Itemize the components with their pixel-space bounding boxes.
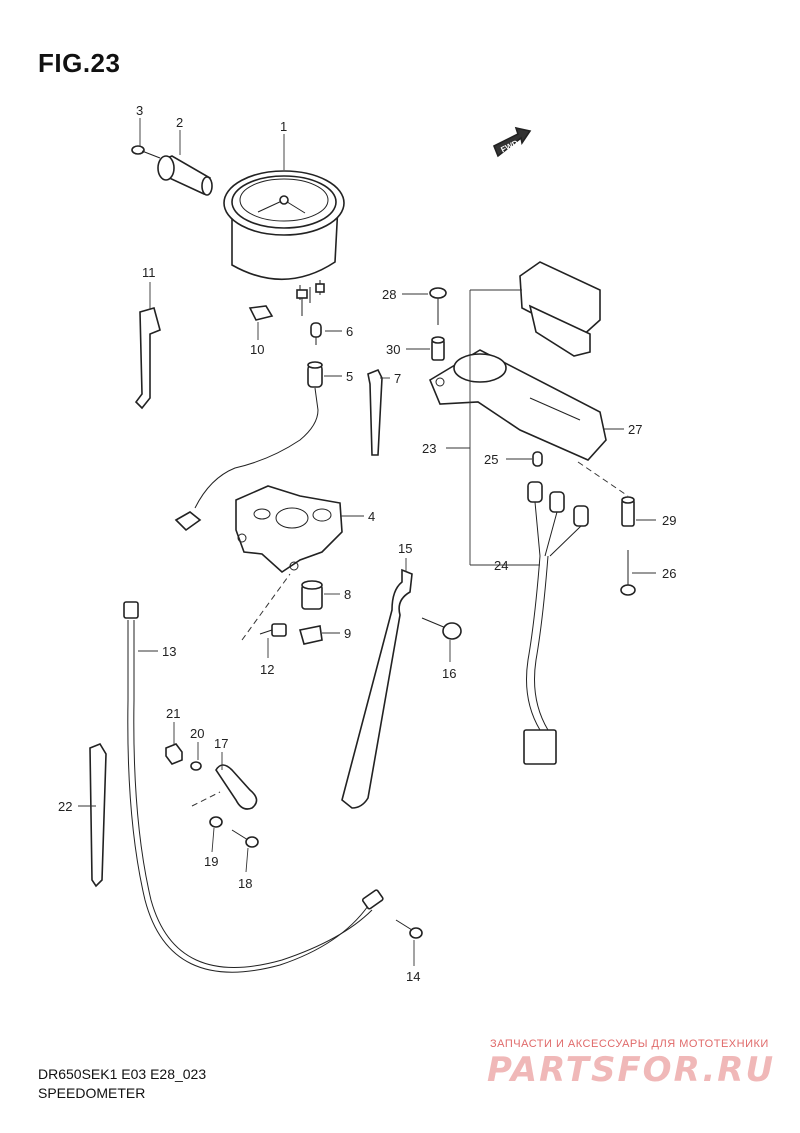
screw-28 bbox=[429, 287, 447, 325]
clamp-17 bbox=[215, 764, 258, 810]
guide-15 bbox=[341, 568, 413, 809]
screw-14 bbox=[395, 919, 423, 939]
footer-diagram-title: SPEEDOMETER bbox=[38, 1085, 146, 1101]
callout-12: 12 bbox=[260, 662, 274, 677]
callout-6: 6 bbox=[346, 324, 353, 339]
bracket-4 bbox=[235, 485, 343, 574]
callout-13: 13 bbox=[162, 644, 176, 659]
callout-7: 7 bbox=[394, 371, 401, 386]
cable-grip bbox=[157, 155, 213, 196]
washer-19 bbox=[209, 816, 223, 828]
cushion-10 bbox=[248, 305, 274, 321]
callout-19: 19 bbox=[204, 854, 218, 869]
callout-22: 22 bbox=[58, 799, 72, 814]
callout-27: 27 bbox=[628, 422, 642, 437]
bolt-12 bbox=[259, 623, 287, 637]
fwd-badge-label: FWD bbox=[499, 138, 520, 154]
cable-13 bbox=[123, 601, 384, 973]
callout-20: 20 bbox=[190, 726, 204, 741]
nut-9 bbox=[298, 625, 323, 645]
callout-16: 16 bbox=[442, 666, 456, 681]
bracket-11 bbox=[134, 307, 161, 410]
callout-15: 15 bbox=[398, 541, 412, 556]
callout-25: 25 bbox=[484, 452, 498, 467]
socket-wire-5 bbox=[174, 361, 323, 532]
callout-23: 23 bbox=[422, 441, 436, 456]
bolt-16 bbox=[421, 617, 462, 640]
bulb-25 bbox=[532, 451, 543, 467]
spacer-8 bbox=[301, 580, 323, 610]
callout-29: 29 bbox=[662, 513, 676, 528]
callout-11: 11 bbox=[142, 265, 156, 280]
callout-17: 17 bbox=[214, 736, 228, 751]
figure-title: FIG.23 bbox=[38, 48, 121, 78]
harness-24 bbox=[523, 481, 589, 765]
callout-18: 18 bbox=[238, 876, 252, 891]
callout-21: 21 bbox=[166, 706, 180, 721]
callout-8: 8 bbox=[344, 587, 351, 602]
callout-2: 2 bbox=[176, 115, 183, 130]
screw-18 bbox=[231, 829, 259, 848]
screw-3 bbox=[131, 145, 161, 159]
bulb-6 bbox=[310, 322, 322, 345]
watermark-logo: PARTSFOR.RU bbox=[487, 1050, 776, 1090]
callout-labels: 1 2 3 4 5 6 7 8 9 10 11 12 13 14 15 16 1… bbox=[58, 103, 676, 984]
callout-24: 24 bbox=[494, 558, 508, 573]
cable-tie-7 bbox=[367, 368, 383, 456]
fwd-arrow-icon: FWD bbox=[492, 126, 532, 158]
screw-26 bbox=[620, 550, 636, 596]
collar-29 bbox=[621, 496, 635, 527]
callout-3: 3 bbox=[136, 103, 143, 118]
cable-tie-22 bbox=[89, 743, 107, 888]
callout-26: 26 bbox=[662, 566, 676, 581]
washer-20 bbox=[190, 761, 202, 771]
callout-30: 30 bbox=[386, 342, 400, 357]
callout-5: 5 bbox=[346, 369, 353, 384]
callout-4: 4 bbox=[368, 509, 375, 524]
footer-model-code: DR650SEK1 E03 E28_023 bbox=[38, 1066, 207, 1082]
watermark-caption: ЗАПЧАСТИ И АКСЕССУАРЫ ДЛЯ МОТОТЕХНИКИ bbox=[490, 1038, 769, 1050]
collar-30 bbox=[431, 336, 445, 361]
indicator-housing-27 bbox=[428, 261, 607, 461]
callout-10: 10 bbox=[250, 342, 264, 357]
nut-21 bbox=[165, 743, 183, 765]
speedometer bbox=[223, 170, 345, 316]
callout-14: 14 bbox=[406, 969, 420, 984]
callout-9: 9 bbox=[344, 626, 351, 641]
leader-lines bbox=[78, 118, 656, 966]
callout-1: 1 bbox=[280, 119, 287, 134]
callout-28: 28 bbox=[382, 287, 396, 302]
